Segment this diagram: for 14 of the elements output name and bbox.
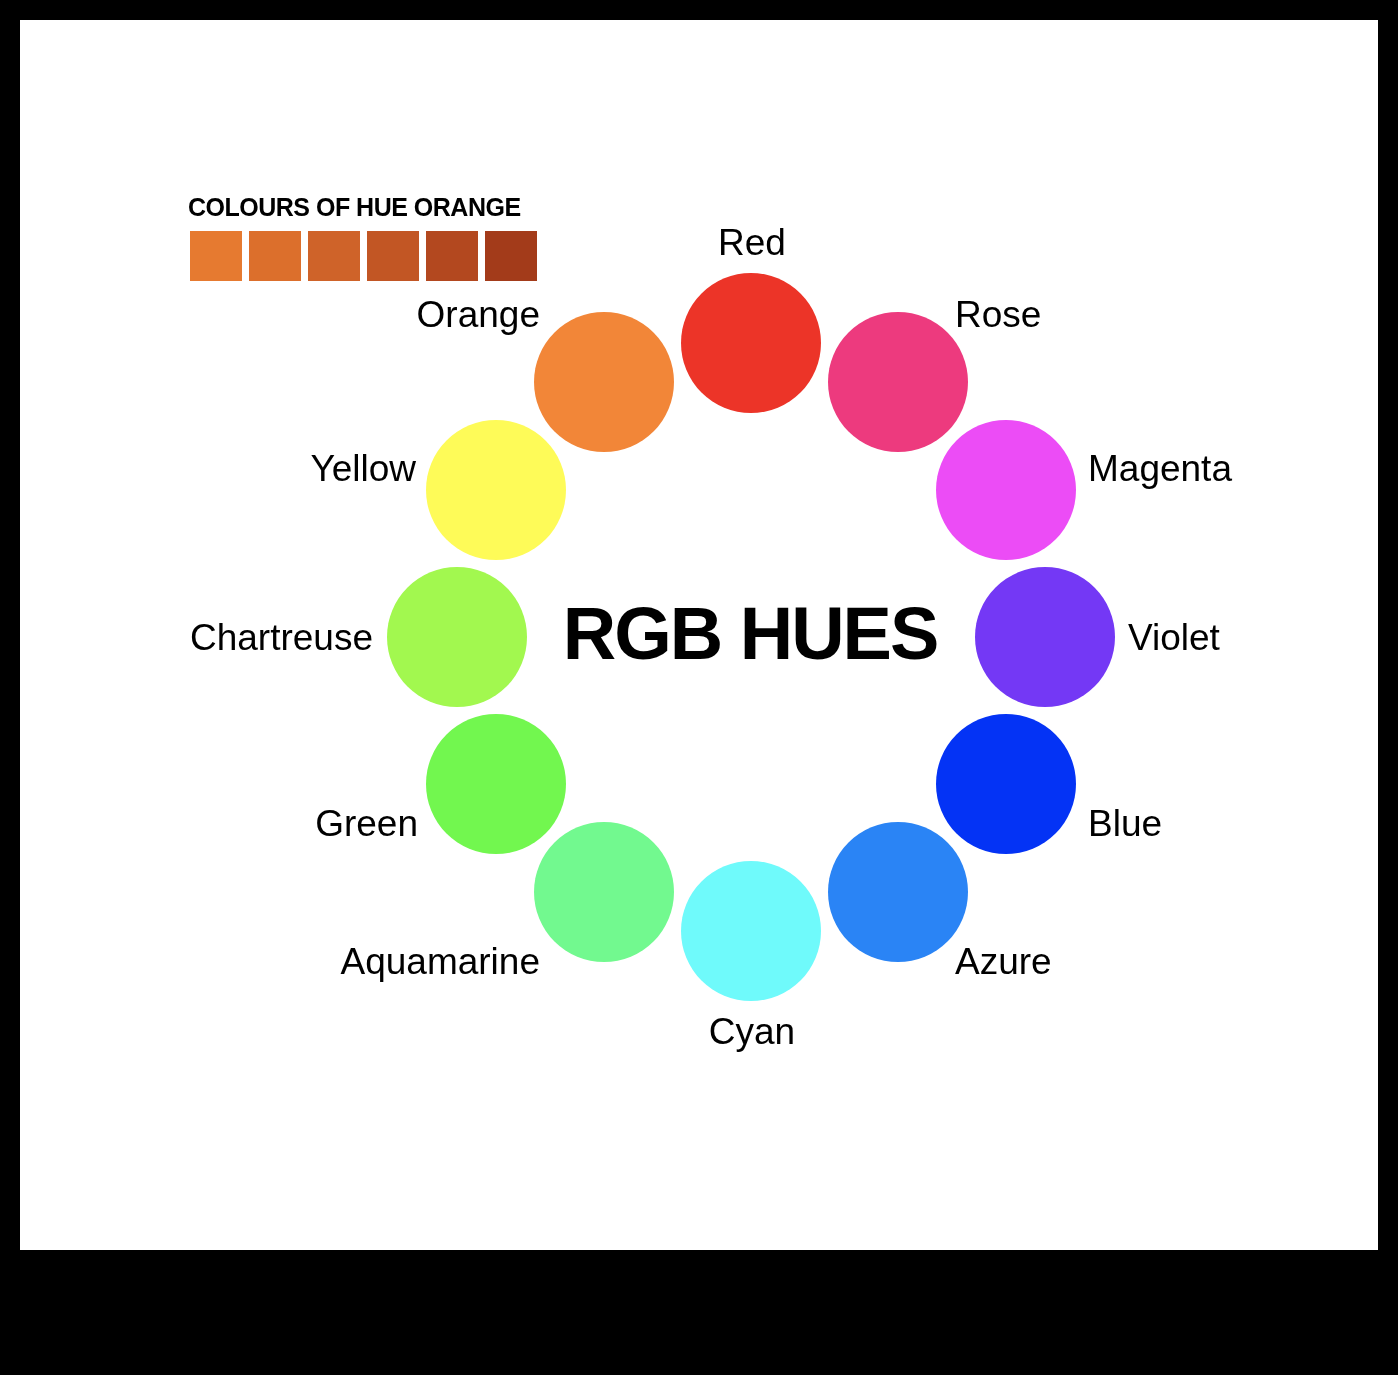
hue-label: Aquamarine [340, 942, 540, 980]
hue-label: Orange [416, 295, 540, 333]
hue-label: Chartreuse [189, 618, 373, 656]
hue-label: Rose [955, 295, 1042, 333]
diagram-title: RGB HUES [561, 597, 939, 671]
hue-label: Red [718, 223, 786, 261]
hue-label: Azure [955, 942, 1052, 980]
swatch-heading: COLOURS OF HUE ORANGE [188, 195, 521, 220]
hue-label: Magenta [1088, 449, 1232, 487]
hue-label: Yellow [310, 449, 416, 487]
hue-label: Blue [1088, 804, 1163, 842]
hue-label: Violet [1128, 618, 1220, 656]
hue-label: Cyan [708, 1012, 796, 1050]
hue-label: Green [315, 804, 418, 842]
